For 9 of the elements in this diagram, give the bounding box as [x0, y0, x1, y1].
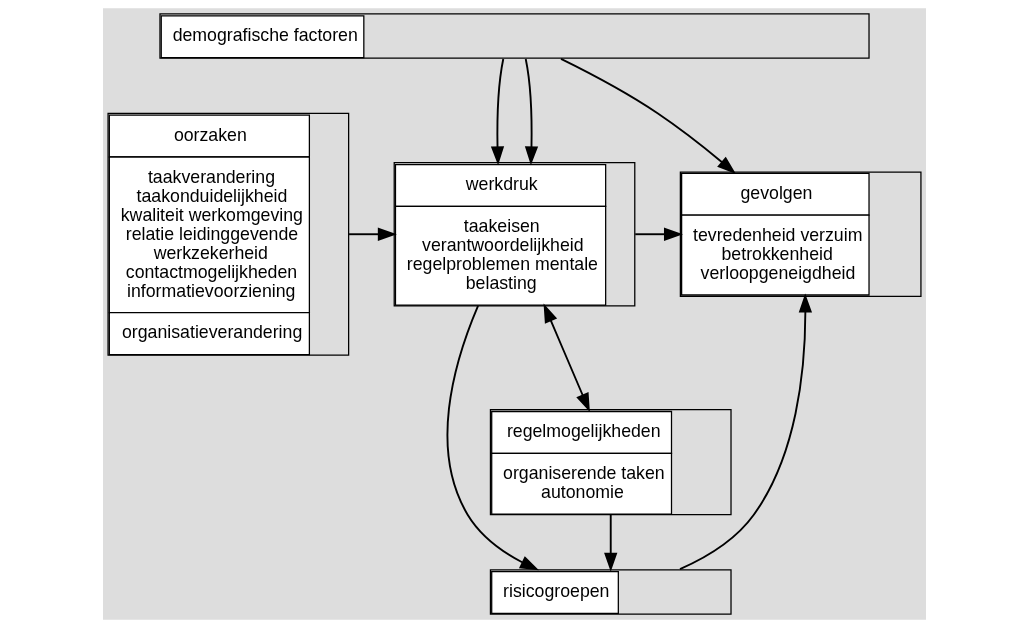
- arrow: [446, 304, 539, 571]
- arrow: [490, 58, 504, 166]
- arrow: [603, 513, 617, 572]
- arrow: [524, 58, 538, 166]
- arrow: [543, 303, 590, 413]
- arrow: [559, 58, 736, 174]
- arrow: [633, 227, 683, 241]
- arrow: [347, 227, 397, 241]
- arrow: [678, 293, 812, 570]
